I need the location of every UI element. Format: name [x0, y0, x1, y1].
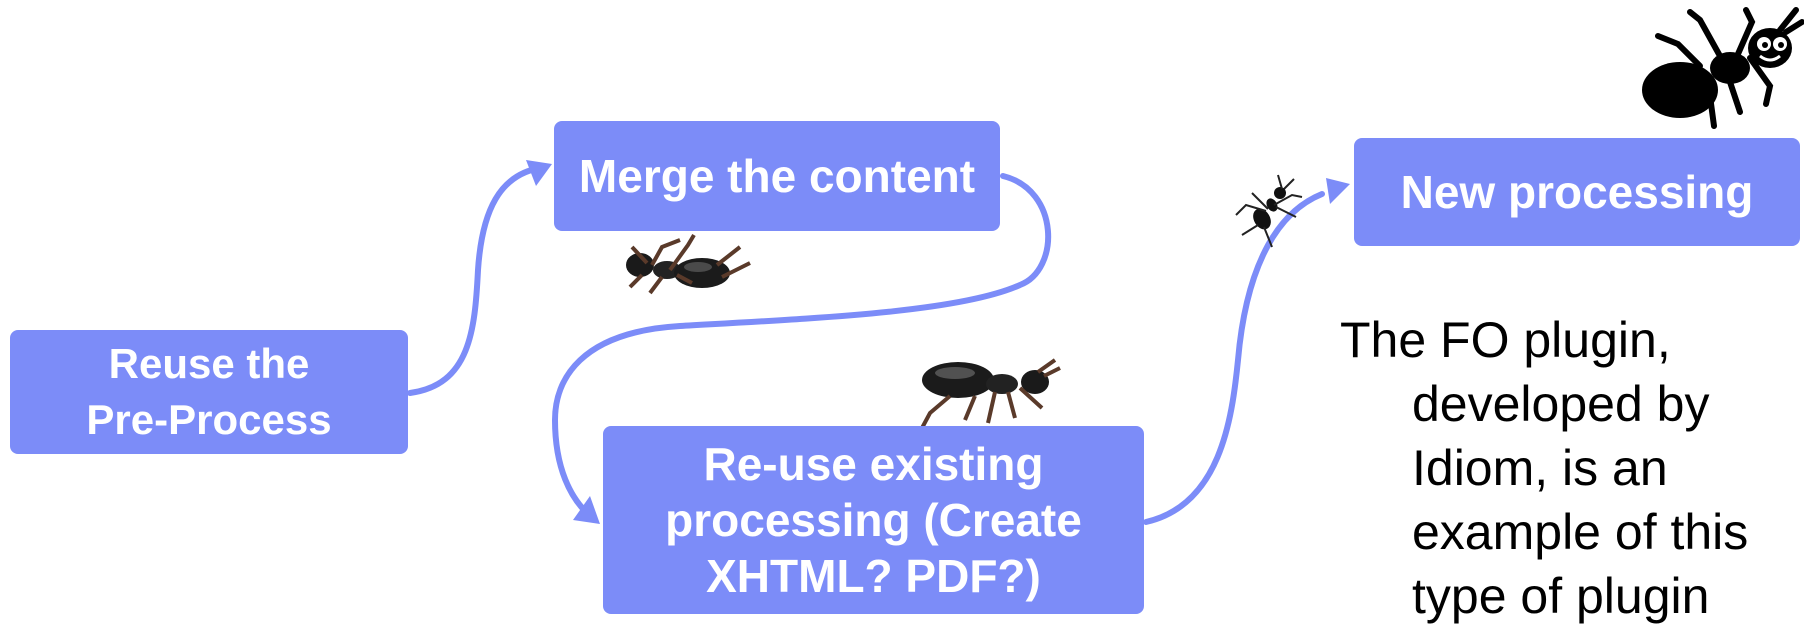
reuse-existing-processing-box: Re-use existing processing (Create XHTML…: [603, 426, 1144, 614]
cartoon-ant-icon: [1642, 7, 1804, 129]
new-processing-box: New processing: [1354, 138, 1800, 246]
ant-icon: [626, 233, 751, 295]
fo-plugin-note: The FO plugin, developed by Idiom, is an…: [1340, 308, 1800, 628]
arrow-reuse-to-merge: [407, 165, 543, 396]
arrow-existing-to-new: [1143, 191, 1325, 525]
note-line: developed by: [1412, 376, 1710, 432]
ant-icon: [920, 358, 1061, 429]
note-line: example of this: [1412, 504, 1749, 560]
note-line: The FO plugin,: [1340, 312, 1671, 368]
ant-icon: [1235, 174, 1303, 248]
note-line: Idiom, is an: [1412, 440, 1668, 496]
arrowhead-merge: [526, 160, 552, 186]
merge-content-box: Merge the content: [554, 121, 1000, 231]
note-line: type of plugin: [1412, 568, 1710, 624]
reuse-preprocess-box: Reuse the Pre-Process: [10, 330, 408, 454]
arrowhead-new: [1326, 178, 1350, 204]
arrowhead-existing: [573, 496, 600, 524]
